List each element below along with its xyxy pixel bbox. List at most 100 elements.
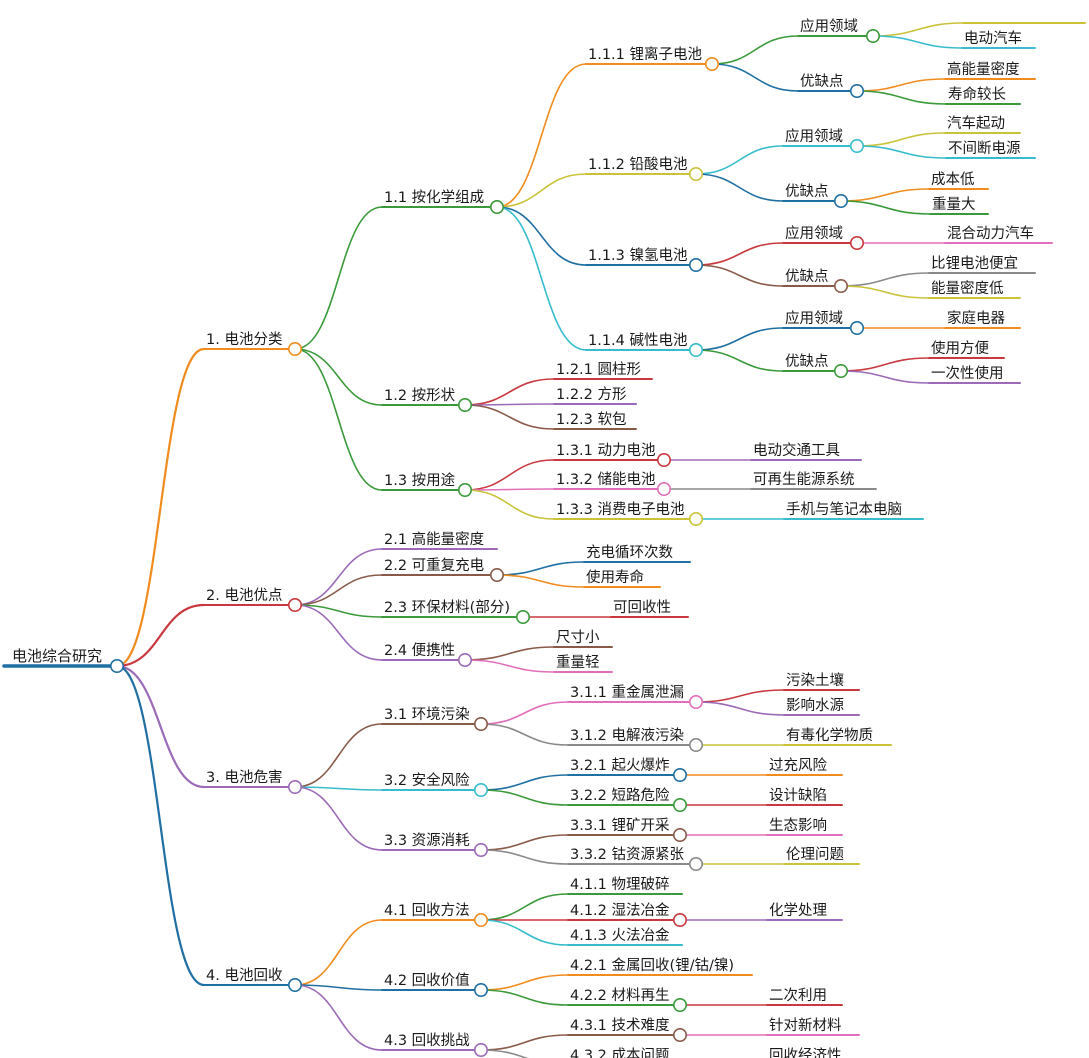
node-0-label: 1. 电池分类 — [206, 331, 282, 348]
node-3-0-toggle[interactable] — [473, 912, 488, 927]
node-1-2-0-label: 可回收性 — [613, 599, 671, 616]
node-0-0-0-1-1-edge — [856, 90, 947, 105]
node-3-toggle[interactable] — [287, 977, 302, 992]
node-2-1-1-0-label: 设计缺陷 — [769, 787, 827, 804]
node-0-0-3-1-edge — [695, 349, 784, 372]
node-3-1-edge — [294, 984, 383, 991]
node-2-1-label: 3.2 安全风险 — [384, 771, 470, 789]
node-2-1-toggle[interactable] — [473, 782, 488, 797]
node-0-0-1-0-label: 应用领域 — [785, 127, 843, 145]
node-3-0-0-edge — [480, 893, 569, 921]
node-0-2-2-toggle[interactable] — [688, 511, 703, 526]
node-3-1-toggle[interactable] — [473, 982, 488, 997]
node-3-2-label: 4.3 回收挑战 — [384, 1032, 470, 1049]
node-0-0-2-1-1-edge — [840, 285, 930, 299]
node-0-0-1-0-0-label: 汽车起动 — [947, 115, 1005, 132]
node-3-2-0-0-label: 针对新材料 — [769, 1017, 842, 1034]
node-1-3-edge — [294, 604, 383, 661]
node-r-toggle[interactable] — [110, 658, 125, 673]
node-1-3-toggle[interactable] — [457, 652, 472, 667]
node-2-toggle[interactable] — [287, 779, 302, 794]
node-2-2-1-label: 3.3.2 钴资源紧张 — [570, 846, 685, 863]
node-0-2-0-0-label: 电动交通工具 — [753, 441, 840, 459]
node-0-0-1-0-toggle[interactable] — [849, 139, 864, 154]
node-2-2-0-label: 3.3.1 锂矿开采 — [570, 817, 670, 834]
node-3-2-0-toggle[interactable] — [672, 1028, 687, 1043]
node-1-3-0-label: 尺寸小 — [556, 629, 600, 646]
node-0-0-3-0-0-label: 家庭电器 — [947, 310, 1005, 327]
node-1-1-edge — [294, 574, 383, 606]
node-0-2-1-edge — [464, 488, 555, 491]
node-0-0-0-label: 1.1.1 锂离子电池 — [588, 46, 702, 63]
node-0-0-1-1-1-edge — [840, 200, 931, 215]
node-0-0-0-0-toggle[interactable] — [865, 28, 880, 43]
node-0-0-1-1-toggle[interactable] — [833, 194, 848, 209]
node-2-1-1-label: 3.2.2 短路危险 — [570, 787, 670, 804]
node-2-1-0-label: 3.2.1 起火爆炸 — [570, 757, 670, 774]
node-0-0-edge — [294, 206, 383, 350]
node-0-2-toggle[interactable] — [457, 482, 472, 497]
node-0-0-0-0-0-edge — [872, 22, 964, 37]
node-0-0-2-1-toggle[interactable] — [833, 278, 848, 293]
node-2-0-1-0-label: 有毒化学物质 — [786, 727, 873, 744]
node-0-0-1-1-1-label: 重量大 — [932, 196, 976, 213]
node-2-0-toggle[interactable] — [473, 716, 488, 731]
node-2-1-1-toggle[interactable] — [672, 797, 687, 812]
node-0-0-3-1-1-edge — [840, 370, 930, 384]
node-3-0-2-label: 4.1.3 火法冶金 — [570, 927, 670, 944]
node-0-0-toggle[interactable] — [489, 200, 504, 215]
root-topic-label: 电池综合研究 — [12, 647, 102, 665]
node-2-0-1-toggle[interactable] — [688, 737, 703, 752]
node-3-1-1-0-label: 二次利用 — [769, 987, 827, 1004]
node-0-0-2-toggle[interactable] — [688, 257, 703, 272]
node-1-2-toggle[interactable] — [515, 609, 530, 624]
node-3-0-1-toggle[interactable] — [672, 912, 687, 927]
node-1-toggle[interactable] — [287, 597, 302, 612]
node-2-2-1-toggle[interactable] — [688, 856, 703, 871]
node-0-0-3-1-toggle[interactable] — [833, 363, 848, 378]
node-0-0-3-0-edge — [695, 327, 784, 351]
node-0-toggle[interactable] — [287, 341, 302, 356]
node-3-2-toggle[interactable] — [473, 1043, 488, 1058]
node-0-0-0-toggle[interactable] — [704, 56, 719, 71]
node-0-0-2-edge — [496, 206, 587, 266]
node-3-2-1-0-label: 回收经济性 — [769, 1047, 842, 1058]
node-0-2-2-label: 1.3.3 消费电子电池 — [556, 501, 685, 518]
node-0-0-2-0-edge — [695, 242, 784, 266]
node-3-1-label: 4.2 回收价值 — [384, 972, 470, 989]
node-0-2-2-edge — [464, 489, 555, 520]
node-2-1-0-0-label: 过充风险 — [769, 757, 827, 774]
node-0-0-1-1-label: 优缺点 — [785, 183, 829, 200]
node-0-1-toggle[interactable] — [457, 397, 472, 412]
node-0-2-0-toggle[interactable] — [656, 452, 671, 467]
node-0-0-0-1-toggle[interactable] — [849, 84, 864, 99]
node-0-0-2-0-toggle[interactable] — [849, 236, 864, 251]
node-1-2-edge — [294, 604, 383, 618]
node-1-1-toggle[interactable] — [489, 567, 504, 582]
node-0-0-2-0-0-label: 混合动力汽车 — [947, 225, 1034, 242]
mindmap-knobs — [110, 28, 880, 1058]
node-2-0-0-1-label: 影响水源 — [786, 697, 844, 714]
node-2-2-0-toggle[interactable] — [672, 827, 687, 842]
node-2-2-toggle[interactable] — [473, 842, 488, 857]
node-3-0-1-label: 4.1.2 湿法冶金 — [570, 902, 670, 919]
node-0-2-1-toggle[interactable] — [656, 481, 671, 496]
node-2-0-0-toggle[interactable] — [688, 694, 703, 709]
node-1-3-label: 2.4 便携性 — [384, 642, 455, 659]
node-0-0-3-label: 1.1.4 碱性电池 — [588, 332, 688, 349]
node-0-0-0-0-label: 应用领域 — [800, 17, 858, 35]
node-2-0-0-0-label: 污染土壤 — [786, 671, 844, 689]
node-0-0-3-0-toggle[interactable] — [849, 320, 864, 335]
node-2-1-0-edge — [480, 774, 569, 791]
node-0-0-0-1-edge — [711, 63, 799, 92]
node-3-1-1-edge — [480, 989, 569, 1006]
node-2-1-0-toggle[interactable] — [672, 767, 687, 782]
node-0-0-0-1-0-edge — [856, 78, 946, 92]
node-3-1-1-toggle[interactable] — [672, 997, 687, 1012]
node-0-0-1-toggle[interactable] — [688, 167, 703, 182]
node-1-label: 2. 电池优点 — [206, 587, 282, 604]
node-2-2-0-0-label: 生态影响 — [769, 817, 827, 834]
node-2-0-1-label: 3.1.2 电解液污染 — [570, 727, 684, 744]
node-0-0-3-toggle[interactable] — [688, 342, 703, 357]
